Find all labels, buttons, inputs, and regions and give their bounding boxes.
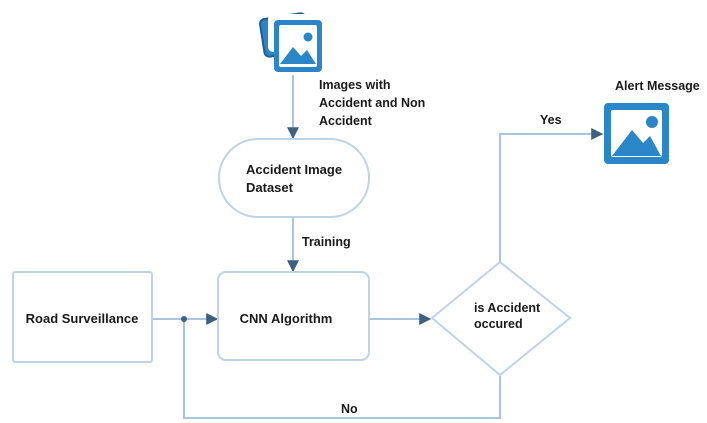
edge-decision-no-loop	[183, 319, 501, 419]
cnn-algorithm-label: CNN Algorithm	[240, 311, 333, 326]
images-caption-line: Accident and Non	[319, 96, 425, 110]
yes-label: Yes	[540, 113, 562, 127]
images-caption-line: Images with	[319, 78, 391, 92]
alert-message-label: Alert Message	[615, 79, 700, 93]
node-road-surveillance	[12, 271, 153, 363]
node-decision	[430, 260, 572, 377]
image-icon	[604, 103, 669, 164]
dataset-label-line: Dataset	[246, 180, 294, 195]
edge-decision-yes-to-alert	[499, 128, 604, 262]
node-cnn-algorithm	[217, 271, 370, 361]
decision-label-line: is Accident	[474, 301, 541, 315]
training-label: Training	[302, 235, 351, 249]
node-dataset	[218, 138, 370, 218]
loop-junction-dot	[181, 316, 187, 322]
image-stack-icon	[259, 12, 322, 72]
decision-label-line: occured	[474, 317, 523, 331]
no-label: No	[341, 402, 358, 416]
decision-label: is Accident occured	[474, 301, 541, 331]
images-caption-line: Accident	[319, 114, 373, 128]
road-surveillance-label: Road Surveillance	[26, 311, 139, 326]
dataset-label-line: Accident Image	[246, 162, 342, 177]
